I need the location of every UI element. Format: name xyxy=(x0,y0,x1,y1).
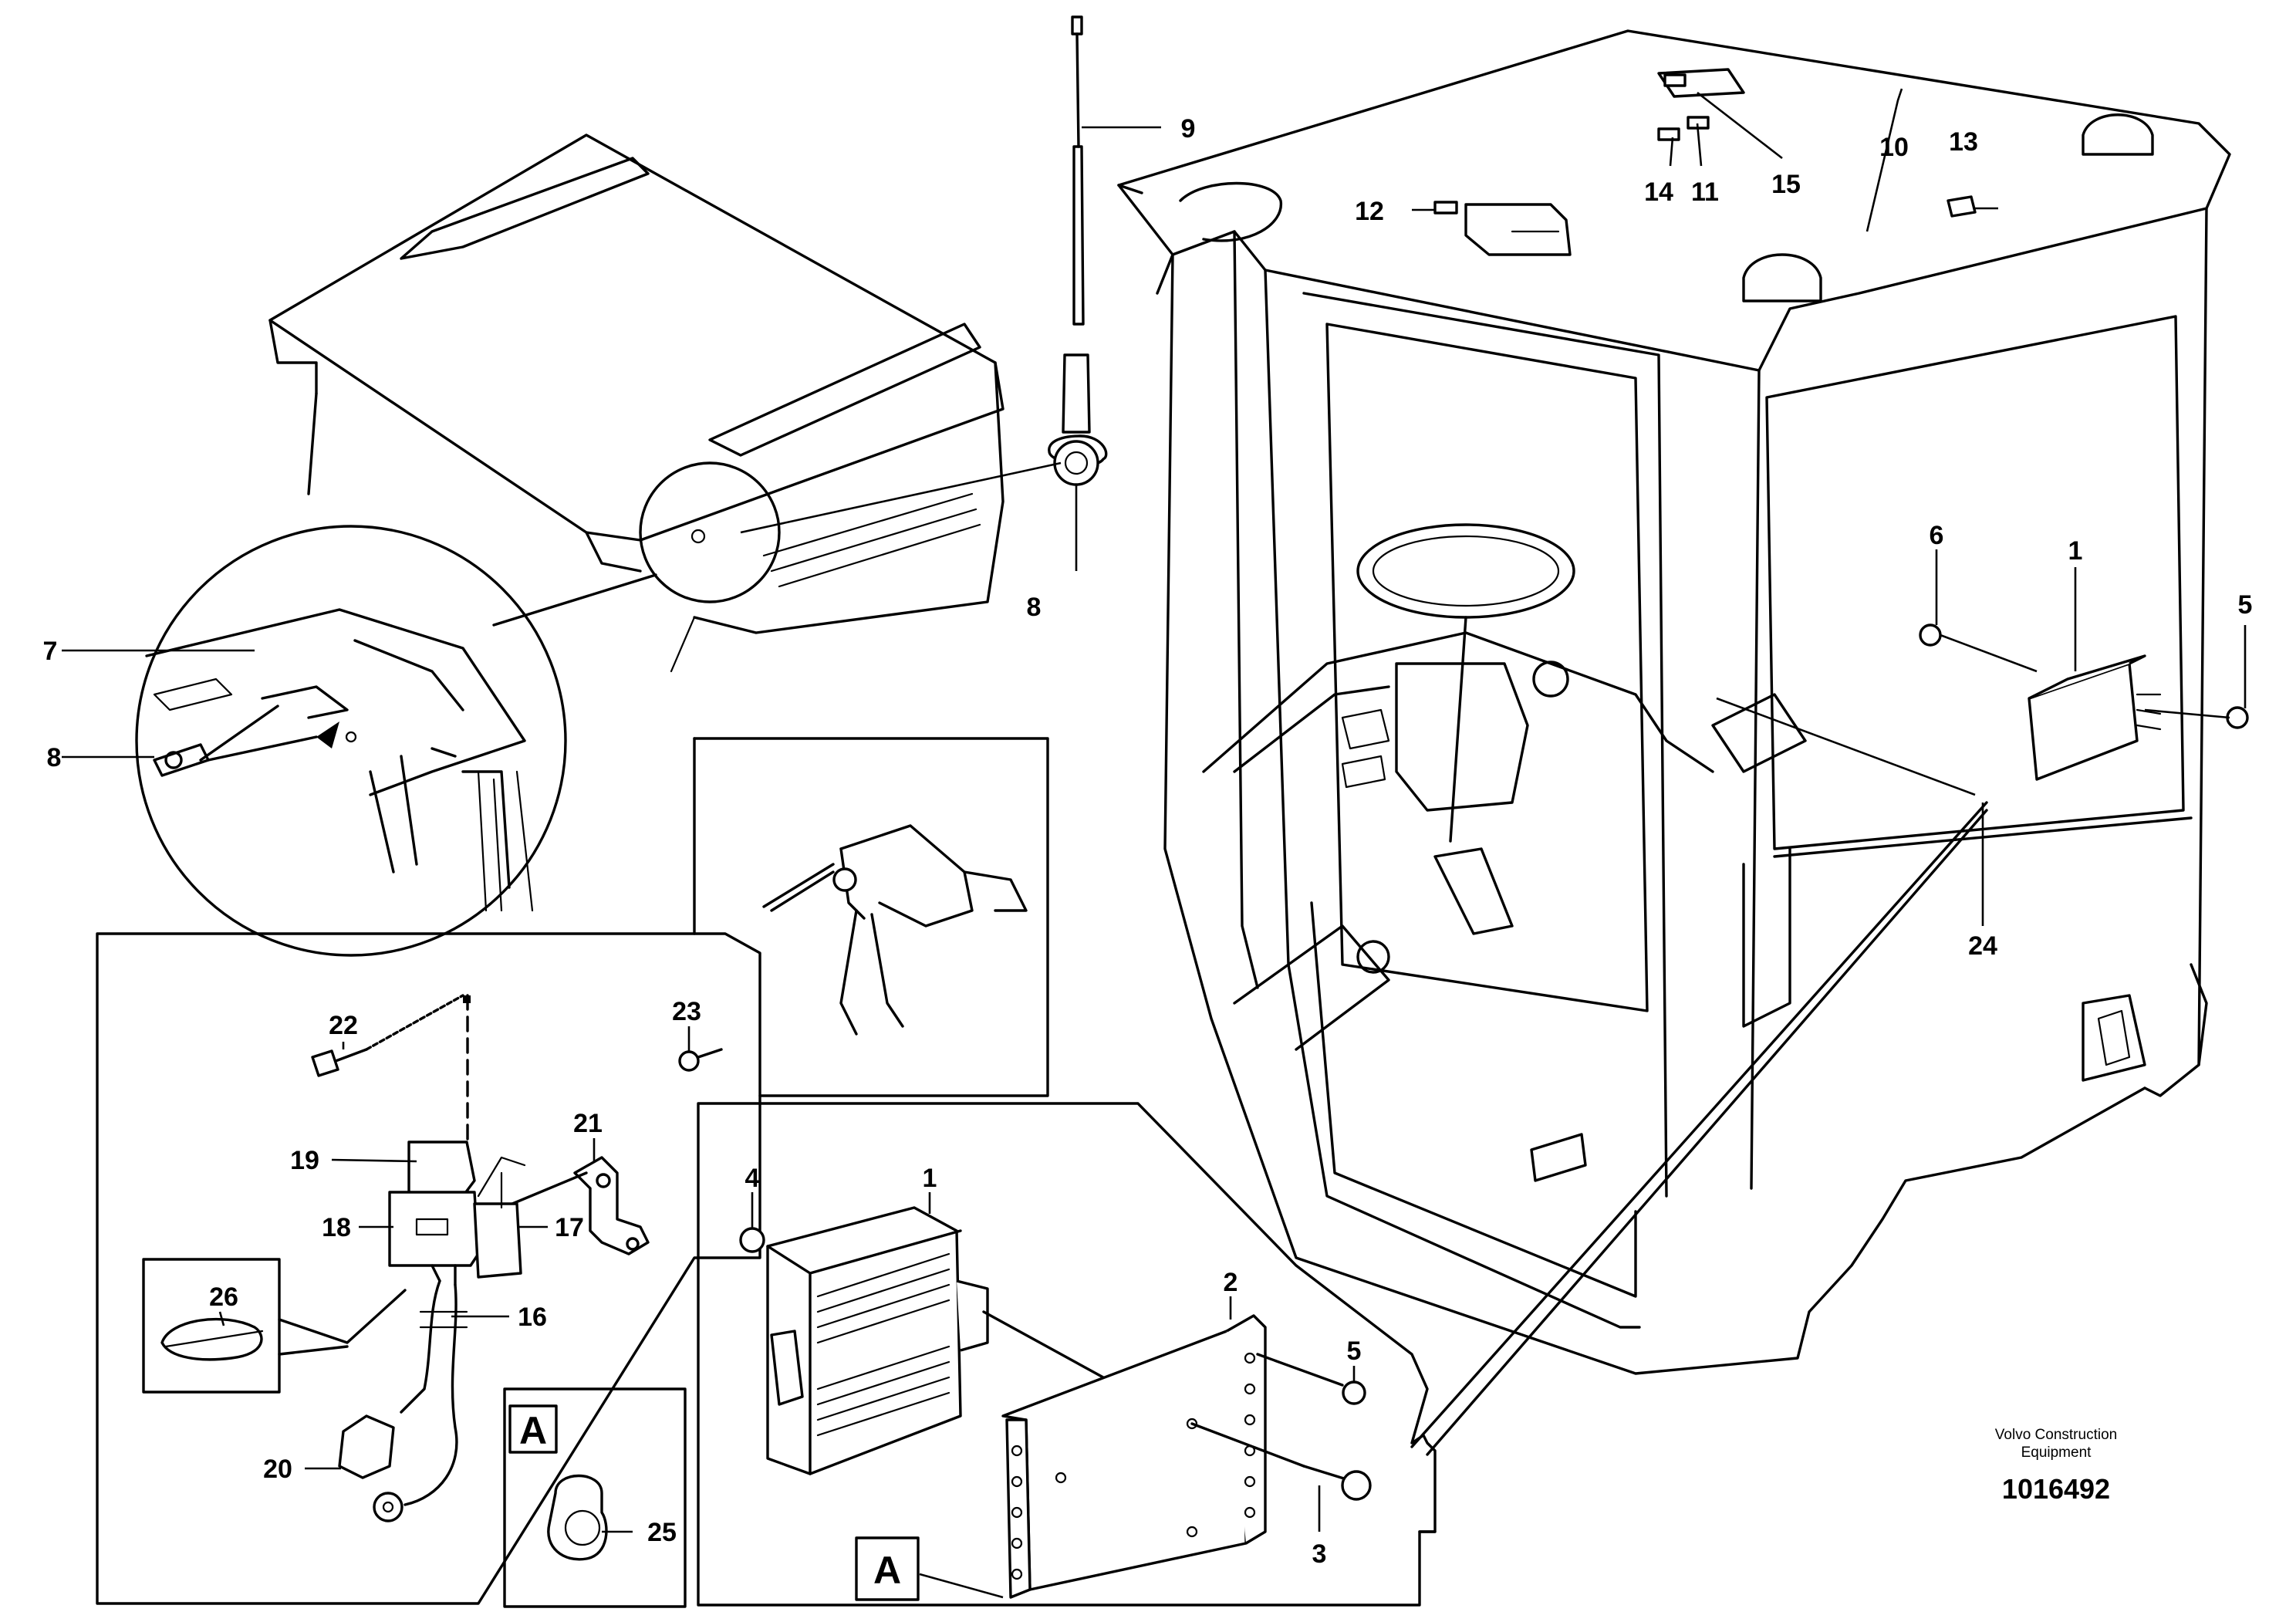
callout-20: 20 xyxy=(263,1455,292,1484)
washer-4 xyxy=(739,1227,765,1253)
cab-leaders xyxy=(1412,88,2247,926)
callout-1-top: 1 xyxy=(2068,536,2083,566)
callout-21: 21 xyxy=(573,1109,603,1138)
view-a-marker-box xyxy=(855,1536,920,1601)
drawing-number: 1016492 xyxy=(2002,1473,2110,1505)
cab-control-unit xyxy=(1919,623,2249,781)
callout-9: 9 xyxy=(1181,114,1196,144)
washer-5-detail xyxy=(1342,1380,1366,1405)
clamp-view-a-box xyxy=(503,1387,687,1608)
cab-roof-view xyxy=(268,133,1004,673)
callout-11: 11 xyxy=(1691,177,1719,207)
callout-8-circle: 8 xyxy=(47,743,62,772)
wire-harness xyxy=(338,1279,468,1522)
ecu-module xyxy=(766,1206,989,1475)
callout-6: 6 xyxy=(1930,521,1944,550)
detail-magnifier-circle xyxy=(135,525,567,957)
steering-dashboard xyxy=(1202,523,1807,1051)
callout-16: 16 xyxy=(518,1303,547,1332)
callout-1-detail: 1 xyxy=(923,1164,937,1193)
company-line-1: Volvo Construction xyxy=(1995,1427,2117,1443)
view-marker-box: A xyxy=(519,1409,547,1452)
mounting-bracket xyxy=(1001,1314,1267,1599)
callout-2: 2 xyxy=(1224,1268,1238,1297)
company-line-2: Equipment xyxy=(2021,1445,2092,1461)
callout-18: 18 xyxy=(322,1213,351,1242)
cable-tie-box xyxy=(142,1258,407,1394)
bolt-22 xyxy=(311,1042,368,1077)
bracket-bolt-leader xyxy=(1190,1422,1305,1468)
detail-panel-relay xyxy=(96,737,1049,1605)
callout-14: 14 xyxy=(1644,177,1673,207)
bolt-3 xyxy=(1302,1465,1372,1532)
callout-5-right: 5 xyxy=(2238,590,2253,620)
callout-12: 12 xyxy=(1355,197,1384,226)
magnifier-leader xyxy=(492,573,657,627)
callout-8-antenna: 8 xyxy=(1027,593,1042,622)
callout-25: 25 xyxy=(647,1518,677,1547)
relay-unit xyxy=(388,1140,526,1286)
callout-24: 24 xyxy=(1968,931,1997,961)
bracket-washer-leader xyxy=(1256,1353,1344,1387)
cab-main xyxy=(1117,29,2231,1375)
callout-labels: 1 1 2 3 4 5 5 6 7 8 8 9 10 11 12 13 14 1… xyxy=(43,114,2253,1569)
callout-13: 13 xyxy=(1949,127,1978,157)
cab-roof-items xyxy=(1433,73,2154,302)
view-marker-detail: A xyxy=(873,1549,901,1592)
callout-23: 23 xyxy=(672,997,701,1026)
callout-3: 3 xyxy=(1312,1539,1327,1569)
antenna-part xyxy=(1048,15,1108,571)
nut-23 xyxy=(678,1026,723,1072)
callout-17: 17 xyxy=(555,1213,584,1242)
callout-19: 19 xyxy=(290,1146,319,1175)
callout-5-detail: 5 xyxy=(1347,1336,1362,1366)
leader-antenna-roof xyxy=(740,461,1062,534)
view-a-leader xyxy=(919,1573,1004,1599)
callout-7: 7 xyxy=(43,637,58,666)
leader-19 xyxy=(331,1158,417,1163)
callout-10: 10 xyxy=(1879,133,1909,162)
callout-4: 4 xyxy=(745,1164,760,1193)
callout-15: 15 xyxy=(1771,170,1801,199)
title-block: Volvo Construction Equipment 1016492 xyxy=(1995,1427,2117,1505)
ecu-leader xyxy=(982,1310,1105,1379)
callout-26: 26 xyxy=(209,1282,238,1312)
detail-panel-control-unit xyxy=(697,801,1988,1607)
callout-22: 22 xyxy=(329,1011,358,1040)
